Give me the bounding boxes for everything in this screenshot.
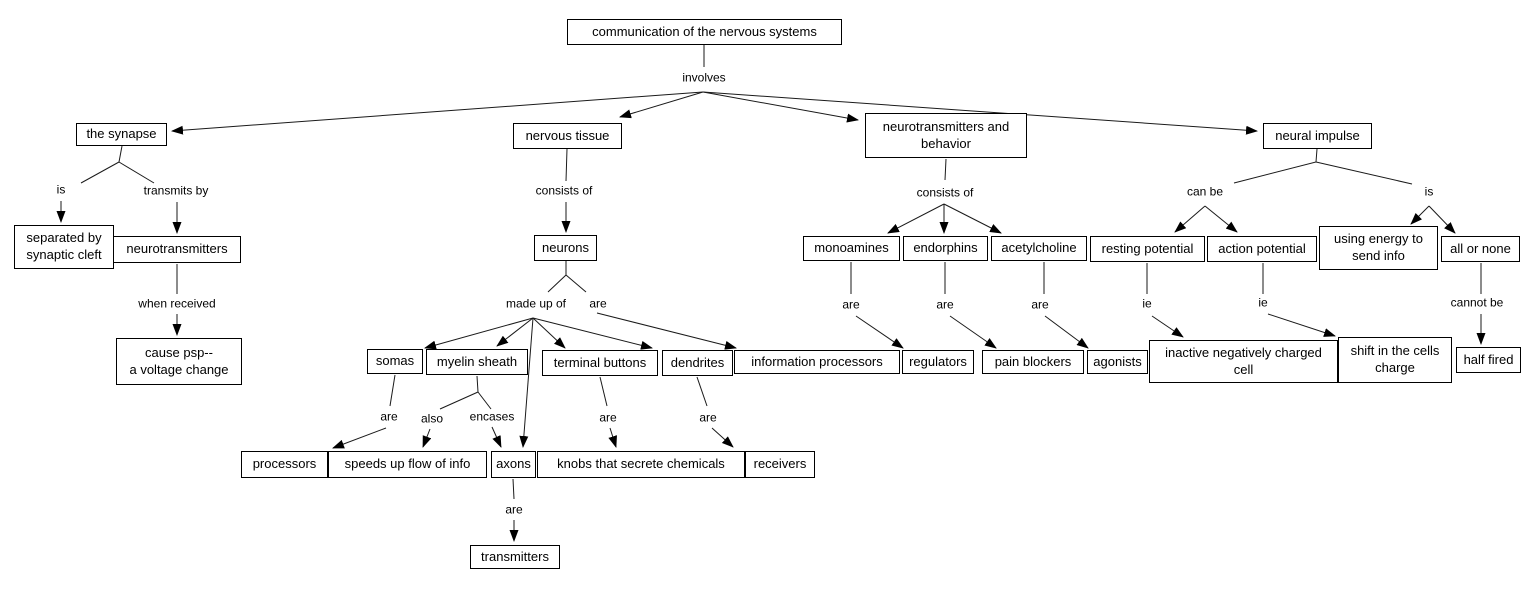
linking-phrase-when-received[interactable]: when received <box>135 297 219 311</box>
linking-phrase-transmits-by[interactable]: transmits by <box>140 184 212 198</box>
concept-node-neurotransmitters[interactable]: neurotransmitters <box>113 236 241 263</box>
concept-node-pain-blockers[interactable]: pain blockers <box>982 350 1084 374</box>
edge-arrow-line <box>496 317 534 347</box>
edge-arrow-line <box>619 91 704 119</box>
concept-node-neurons[interactable]: neurons <box>534 235 597 261</box>
linking-phrase-cannot-be[interactable]: cannot be <box>1447 296 1507 310</box>
edge-arrow-line <box>1410 205 1430 225</box>
concept-node-cause-psp[interactable]: cause psp-- a voltage change <box>116 338 242 385</box>
edge-arrow-line <box>702 91 859 123</box>
linking-phrase-ie[interactable]: ie <box>1139 297 1155 311</box>
concept-node-using-energy-to-send-info[interactable]: using energy to send info <box>1319 226 1438 270</box>
edge-line <box>389 374 396 407</box>
edge-arrow-line <box>532 317 566 349</box>
linking-phrase-made-up-of[interactable]: made up of <box>502 297 570 311</box>
linking-phrase-are[interactable]: are <box>933 298 957 312</box>
edge-arrow-line <box>943 203 1002 234</box>
concept-node-neurotransmitters-and-behavior[interactable]: neurotransmitters and behavior <box>865 113 1027 158</box>
concept-node-regulators[interactable]: regulators <box>902 350 974 374</box>
linking-phrase-consists-of[interactable]: consists of <box>913 186 977 200</box>
edge-lines-group <box>56 45 1486 542</box>
concept-node-knobs-that-secrete-chemicals[interactable]: knobs that secrete chemicals <box>537 451 745 478</box>
edge-arrow-line <box>424 317 534 350</box>
concept-node-shift-in-the-cells-charge[interactable]: shift in the cells charge <box>1338 337 1452 383</box>
edge-line <box>118 161 155 184</box>
edge-line <box>565 148 568 182</box>
concept-node-axons[interactable]: axons <box>491 451 536 478</box>
edge-arrow-line <box>596 312 737 350</box>
concept-node-information-processors[interactable]: information processors <box>734 350 900 374</box>
concept-node-root[interactable]: communication of the nervous systems <box>567 19 842 45</box>
concept-node-monoamines[interactable]: monoamines <box>803 236 900 261</box>
edge-arrow-line <box>532 317 653 350</box>
linking-phrase-are[interactable]: are <box>839 298 863 312</box>
concept-node-transmitters[interactable]: transmitters <box>470 545 560 569</box>
linking-phrase-ie[interactable]: ie <box>1255 296 1271 310</box>
linking-phrase-consists-of[interactable]: consists of <box>532 184 596 198</box>
edge-arrow-line <box>855 315 904 349</box>
linking-phrase-also[interactable]: also <box>417 412 447 426</box>
concept-node-all-or-none[interactable]: all or none <box>1441 236 1520 262</box>
concept-node-half-fired[interactable]: half fired <box>1456 347 1521 373</box>
edge-arrow-line <box>1044 315 1089 349</box>
concept-node-processors[interactable]: processors <box>241 451 328 478</box>
concept-node-speeds-up-flow-of-info[interactable]: speeds up flow of info <box>328 451 487 478</box>
linking-phrase-are[interactable]: are <box>502 503 526 517</box>
edge-arrow-line <box>1428 205 1456 234</box>
concept-node-receivers[interactable]: receivers <box>745 451 815 478</box>
concept-node-neural-impulse[interactable]: neural impulse <box>1263 123 1372 149</box>
concept-node-resting-potential[interactable]: resting potential <box>1090 236 1205 262</box>
edge-line <box>1233 148 1318 184</box>
edge-line <box>696 376 708 407</box>
linking-phrase-are[interactable]: are <box>696 411 720 425</box>
edge-line <box>565 274 587 293</box>
concept-node-inactive-negatively-charged-cell[interactable]: inactive negatively charged cell <box>1149 340 1338 383</box>
edge-arrow-line <box>422 428 432 448</box>
linking-phrase-is[interactable]: is <box>53 183 69 197</box>
linking-phrase-is[interactable]: is <box>1421 185 1437 199</box>
linking-phrase-can-be[interactable]: can be <box>1183 185 1227 199</box>
edge-line <box>547 261 567 293</box>
linking-phrase-are[interactable]: are <box>1028 298 1052 312</box>
edge-arrow-line <box>1151 315 1184 338</box>
concept-node-the-synapse[interactable]: the synapse <box>76 123 167 146</box>
concept-node-acetylcholine[interactable]: acetylcholine <box>991 236 1087 261</box>
edge-arrow-line <box>491 426 502 448</box>
edge-arrow-line <box>519 317 534 448</box>
linking-phrase-are[interactable]: are <box>596 411 620 425</box>
edge-arrow-line <box>887 203 945 234</box>
concept-node-nervous-tissue[interactable]: nervous tissue <box>513 123 622 149</box>
concept-node-action-potential[interactable]: action potential <box>1207 236 1317 262</box>
linking-phrase-are[interactable]: are <box>377 410 401 424</box>
concept-node-myelin-sheath[interactable]: myelin sheath <box>426 349 528 375</box>
edge-arrow-line <box>1174 205 1206 233</box>
concept-node-agonists[interactable]: agonists <box>1087 350 1148 374</box>
linking-phrase-encases[interactable]: encases <box>466 410 518 424</box>
concept-node-separated-by-synaptic-cleft[interactable]: separated by synaptic cleft <box>14 225 114 269</box>
edge-arrow-line <box>949 315 997 349</box>
edge-line <box>512 478 515 500</box>
edge-arrow-line <box>1267 313 1336 337</box>
edge-arrow-line <box>711 427 734 448</box>
concept-node-dendrites[interactable]: dendrites <box>662 350 733 376</box>
linking-phrase-are[interactable]: are <box>586 297 610 311</box>
edge-line <box>477 391 492 410</box>
edge-arrow-line <box>332 427 387 449</box>
edge-line <box>599 376 608 407</box>
edge-arrow-line <box>608 427 617 448</box>
edge-line <box>944 158 947 181</box>
edge-arrow-line <box>702 91 1258 135</box>
edge-line <box>80 145 123 184</box>
concept-node-terminal-buttons[interactable]: terminal buttons <box>542 350 658 376</box>
edge-line <box>439 375 479 410</box>
edge-line <box>1315 161 1413 185</box>
edge-arrow-line <box>171 91 704 135</box>
concept-node-somas[interactable]: somas <box>367 349 423 374</box>
concept-node-endorphins[interactable]: endorphins <box>903 236 988 261</box>
edge-arrow-line <box>1204 205 1238 233</box>
linking-phrase-involves[interactable]: involves <box>679 71 729 85</box>
